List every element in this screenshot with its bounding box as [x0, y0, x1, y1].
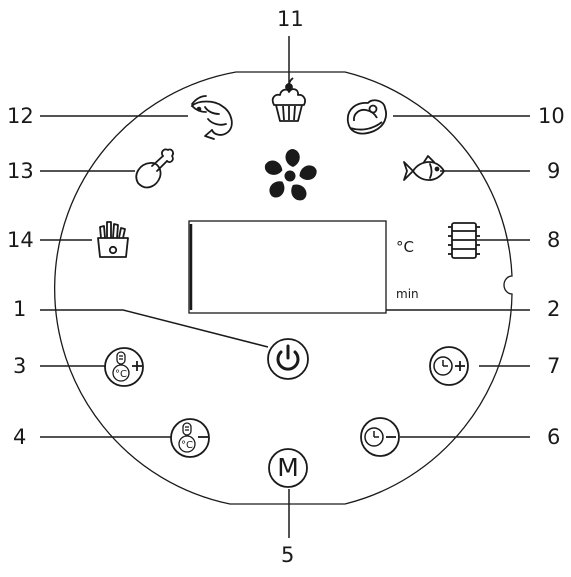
display-time-unit: min [396, 287, 419, 301]
clock-icon [433, 356, 453, 376]
leader-lines [40, 36, 530, 538]
preset-8-icon[interactable] [448, 222, 480, 259]
menu-button-letter: M [277, 453, 299, 482]
temperature-down-button[interactable]: °C [170, 418, 210, 458]
callout-6: 6 [547, 425, 561, 449]
callout-8: 8 [547, 228, 561, 252]
callout-10: 10 [538, 104, 565, 128]
callout-7: 7 [547, 354, 561, 378]
fan-icon [264, 149, 317, 201]
fan-blade [285, 149, 300, 167]
steak-preset-icon[interactable] [346, 99, 387, 135]
callout-12: 12 [7, 104, 34, 128]
panel-outline [54, 71, 513, 505]
fish-preset-icon[interactable] [403, 155, 445, 181]
thermometer-icon [112, 351, 130, 382]
time-up-button[interactable] [429, 346, 469, 386]
leader-1 [40, 309, 269, 348]
menu-button[interactable] [268, 448, 308, 488]
callout-1: 1 [13, 297, 27, 321]
power-icon [276, 344, 300, 371]
callout-9: 9 [547, 159, 561, 183]
callout-3: 3 [13, 354, 27, 378]
svg-text:°C: °C [181, 440, 193, 451]
cake-preset-icon[interactable] [271, 77, 306, 122]
callout-13: 13 [7, 159, 34, 183]
plus-icon [132, 361, 142, 371]
callout-11: 11 [277, 7, 304, 31]
callout-2: 2 [547, 297, 561, 321]
callout-14: 14 [7, 228, 34, 252]
callout-5: 5 [281, 543, 295, 567]
thermometer-icon [178, 422, 196, 453]
svg-text:°C: °C [115, 369, 127, 380]
clock-icon [364, 427, 384, 447]
callout-4: 4 [13, 425, 27, 449]
time-down-button[interactable] [360, 417, 400, 457]
power-button[interactable] [267, 338, 309, 380]
chicken-leg-preset-icon[interactable] [135, 148, 174, 189]
temperature-up-button[interactable]: °C [104, 347, 144, 387]
plus-icon [455, 361, 465, 371]
fries-preset-icon[interactable] [97, 221, 129, 258]
display-temp-unit: °C [396, 238, 414, 256]
display-screen [188, 220, 387, 314]
shrimp-preset-icon[interactable] [191, 95, 233, 140]
